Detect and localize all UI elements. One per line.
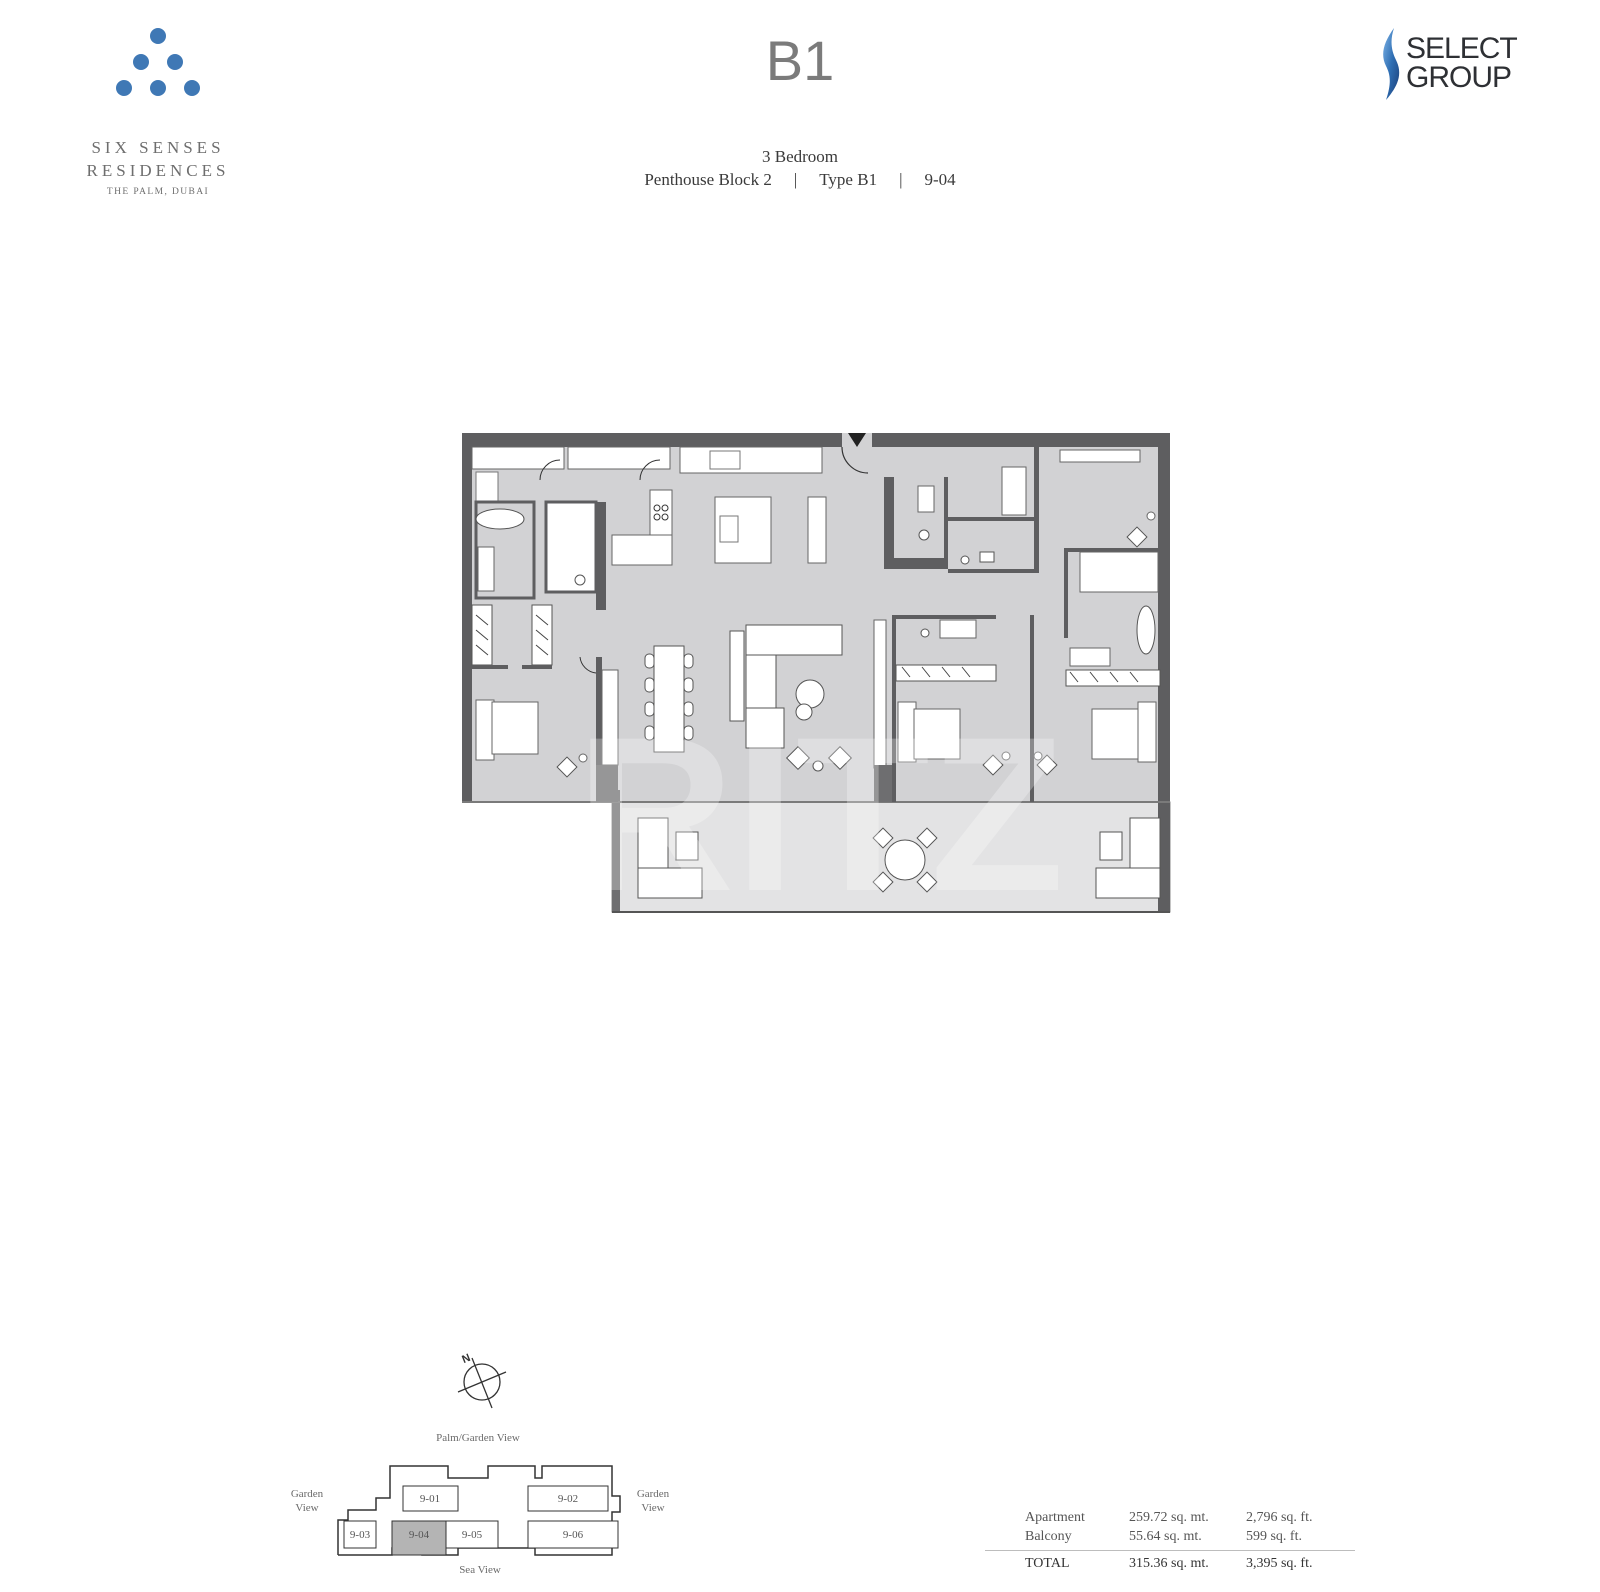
- watermark: RITZ: [576, 691, 1065, 930]
- plan-code-title: B1: [765, 29, 835, 92]
- area-row-total: TOTAL 315.36 sq. mt. 3,395 sq. ft.: [985, 1554, 1355, 1573]
- area-row-apartment: Apartment 259.72 sq. mt. 2,796 sq. ft.: [985, 1508, 1355, 1527]
- area-label: Balcony: [1025, 1529, 1072, 1544]
- total-label: TOTAL: [1025, 1556, 1070, 1571]
- unit-label-9-03: 9-03: [350, 1529, 371, 1541]
- floor-plan: RITZ: [440, 420, 1200, 930]
- compass-icon: N: [450, 1350, 510, 1410]
- separator: |: [793, 170, 798, 189]
- left-view-label: Garden View: [290, 1488, 324, 1514]
- unit-label-9-04: 9-04: [409, 1529, 430, 1541]
- unit-label-9-06: 9-06: [563, 1529, 584, 1541]
- compass-north-label: N: [460, 1352, 472, 1366]
- unit-details: Penthouse Block 2 | Type B1 | 9-04: [0, 170, 1600, 190]
- unit-type: Type B1: [819, 170, 878, 189]
- total-sqft: 3,395 sq. ft.: [1245, 1556, 1313, 1571]
- separator: |: [899, 170, 903, 189]
- area-divider: [985, 1550, 1355, 1551]
- unit-number: 9-04: [924, 170, 956, 189]
- logo-residences: RESIDENCES: [86, 161, 230, 180]
- select-group-logo: SELECT GROUP: [1378, 28, 1538, 100]
- top-view-label: Palm/Garden View: [436, 1432, 520, 1444]
- select-text: SELECT: [1406, 32, 1518, 65]
- area-row-balcony: Balcony 55.64 sq. mt. 599 sq. ft.: [985, 1527, 1355, 1546]
- flame-icon: [1383, 28, 1400, 100]
- group-text: GROUP: [1406, 61, 1512, 94]
- right-view-label: Garden View: [636, 1488, 670, 1514]
- six-senses-logo: SIX SENSES RESIDENCES THE PALM, DUBAI: [78, 24, 238, 197]
- six-senses-dots-icon: [108, 24, 208, 96]
- logo-location: THE PALM, DUBAI: [106, 187, 210, 197]
- area-sqft: 2,796 sq. ft.: [1245, 1510, 1313, 1525]
- area-table: Apartment 259.72 sq. mt. 2,796 sq. ft. B…: [985, 1508, 1355, 1573]
- area-sqft: 599 sq. ft.: [1245, 1529, 1302, 1544]
- area-sqm: 259.72 sq. mt.: [1129, 1510, 1209, 1525]
- area-label: Apartment: [1025, 1510, 1085, 1525]
- bedroom-count: 3 Bedroom: [761, 147, 839, 166]
- bottom-view-label: Sea View: [459, 1564, 501, 1576]
- block-name: Penthouse Block 2: [644, 170, 772, 189]
- area-sqm: 55.64 sq. mt.: [1129, 1529, 1202, 1544]
- unit-label-9-05: 9-05: [462, 1529, 483, 1541]
- logo-name: SIX SENSES: [91, 138, 225, 157]
- total-sqm: 315.36 sq. mt.: [1129, 1556, 1209, 1571]
- key-plan: 9-01 9-02 9-03 9-04 9-05 9-06: [330, 1458, 630, 1558]
- unit-label-9-02: 9-02: [558, 1493, 578, 1505]
- unit-label-9-01: 9-01: [420, 1493, 440, 1505]
